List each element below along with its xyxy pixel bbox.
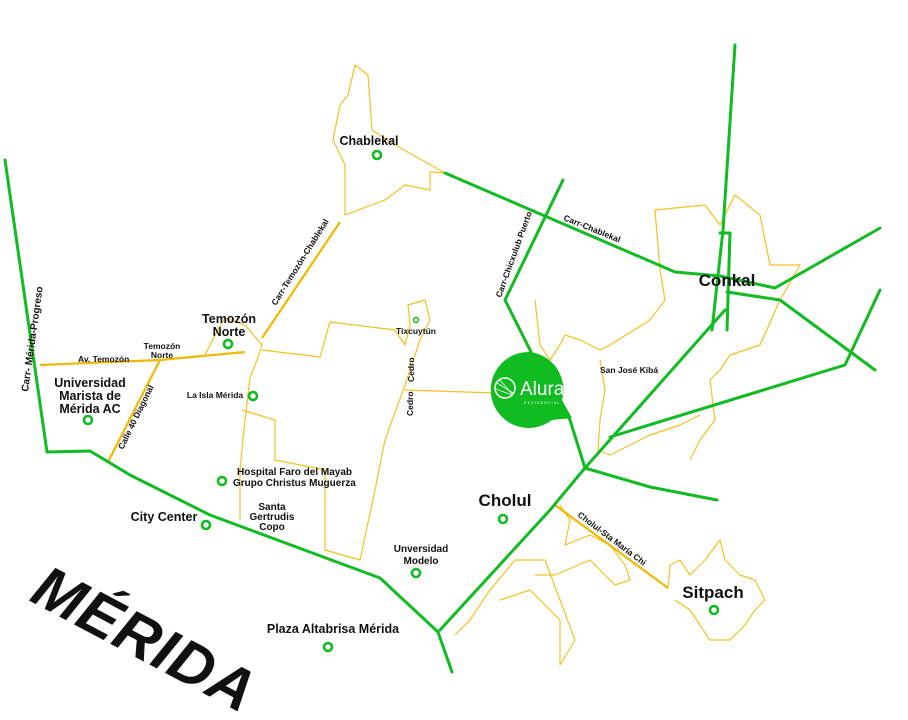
yellow-roads xyxy=(39,221,669,589)
label-santa-gertrudis-3: Copo xyxy=(259,522,285,533)
conkal-north-road xyxy=(710,43,737,332)
label-av-temozon: Av. Temozón xyxy=(78,354,129,364)
label-calle40: Calle 40 Diagonal xyxy=(116,383,156,451)
conkal-boundary xyxy=(534,194,801,461)
marker-hospital[interactable] xyxy=(216,475,228,487)
label-sitpach: Sitpach xyxy=(682,583,743,602)
label-conkal: Conkal xyxy=(699,271,756,290)
boundaries xyxy=(204,64,801,666)
label-marista-2: Marista de xyxy=(59,389,121,403)
label-temozon-norte-1: Temozón xyxy=(202,312,256,326)
city-label: MÉRIDA xyxy=(22,552,268,720)
label-la-isla: La Isla Mérida xyxy=(187,390,243,400)
label-temozon-norte-2: Norte xyxy=(213,325,246,339)
south-boundary-2 xyxy=(499,589,561,665)
south-boundary xyxy=(454,559,576,666)
alura-subtitle: RESIDENCIAL xyxy=(524,401,561,405)
label-san-jose-kiba: San José Kibá xyxy=(600,365,658,375)
label-tixcuytun: Tixcuytún xyxy=(396,326,436,336)
marker-temozon-norte[interactable] xyxy=(222,338,234,350)
marker-marista[interactable] xyxy=(82,414,94,426)
alura-leaf-lines-icon xyxy=(495,379,514,396)
marker-altabrisa[interactable] xyxy=(322,641,334,653)
marker-sitpach[interactable] xyxy=(708,604,720,616)
label-cholul-sta-maria: Cholul-Sta María Chi xyxy=(576,510,648,568)
east-branch xyxy=(583,466,719,502)
label-marista-1: Universidad xyxy=(54,376,126,390)
av-temozon xyxy=(39,350,246,367)
label-modelo-1: Unversidad xyxy=(394,544,448,555)
label-modelo-2: Modelo xyxy=(404,556,439,567)
marker-chablekal[interactable] xyxy=(371,149,383,161)
kiba-boundary xyxy=(597,359,701,456)
alura-bubble xyxy=(490,351,572,428)
alura-name: Alura xyxy=(520,379,565,400)
temozon-boundary xyxy=(204,317,263,520)
marker-modelo[interactable] xyxy=(410,567,422,579)
chablekal-boundary xyxy=(332,64,446,216)
label-temozon-chablekal: Carr-Temozón-Chablekal xyxy=(269,217,330,307)
label-santa-gertrudis-2: Gertrudis xyxy=(249,512,294,523)
cholul-boundary xyxy=(535,504,631,586)
label-cedro-1: Cedro xyxy=(406,357,416,382)
label-temozon-small-1: Temozón xyxy=(144,341,181,351)
label-temozon-small-2: Norte xyxy=(151,350,173,360)
label-cedro-2: Cedro xyxy=(405,391,415,416)
cholul-conkal-road xyxy=(438,308,727,632)
markers xyxy=(82,149,720,653)
northeast-road xyxy=(725,290,877,372)
alura-logo[interactable]: Alura RESIDENCIAL xyxy=(490,351,572,428)
carr-temozon-chablekal xyxy=(261,221,341,339)
district-boundary xyxy=(241,299,431,561)
cholul-sta-maria-chi xyxy=(554,504,669,589)
carr-chablekal-road xyxy=(443,171,882,290)
calle-40-diagonal xyxy=(107,359,161,463)
label-chablekal: Chablekal xyxy=(339,134,398,148)
place-labels: Chablekal Temozón Norte Tixcuytún Conkal… xyxy=(54,134,755,636)
marker-tixcuytun[interactable] xyxy=(412,316,420,324)
marker-cholul[interactable] xyxy=(497,513,509,525)
label-cholul: Cholul xyxy=(479,491,532,510)
label-santa-gertrudis-1: Santa xyxy=(258,502,286,513)
conkal-loop xyxy=(718,231,732,332)
cedro-line xyxy=(404,389,496,394)
label-hospital-2: Grupo Christus Muguerza xyxy=(233,478,356,489)
alura-leaf-icon xyxy=(494,377,516,399)
label-city-center: City Center xyxy=(131,510,198,524)
label-marista-3: Mérida AC xyxy=(59,402,120,416)
east-road xyxy=(608,288,882,439)
label-hospital-1: Hospital Faro del Mayab xyxy=(237,467,352,478)
carr-merida-progreso xyxy=(3,158,454,674)
marker-city-center[interactable] xyxy=(200,519,212,531)
marker-la-isla[interactable] xyxy=(247,390,259,402)
sitpach-boundary xyxy=(667,539,766,641)
label-altabrisa: Plaza Altabrisa Mérida xyxy=(267,622,400,636)
